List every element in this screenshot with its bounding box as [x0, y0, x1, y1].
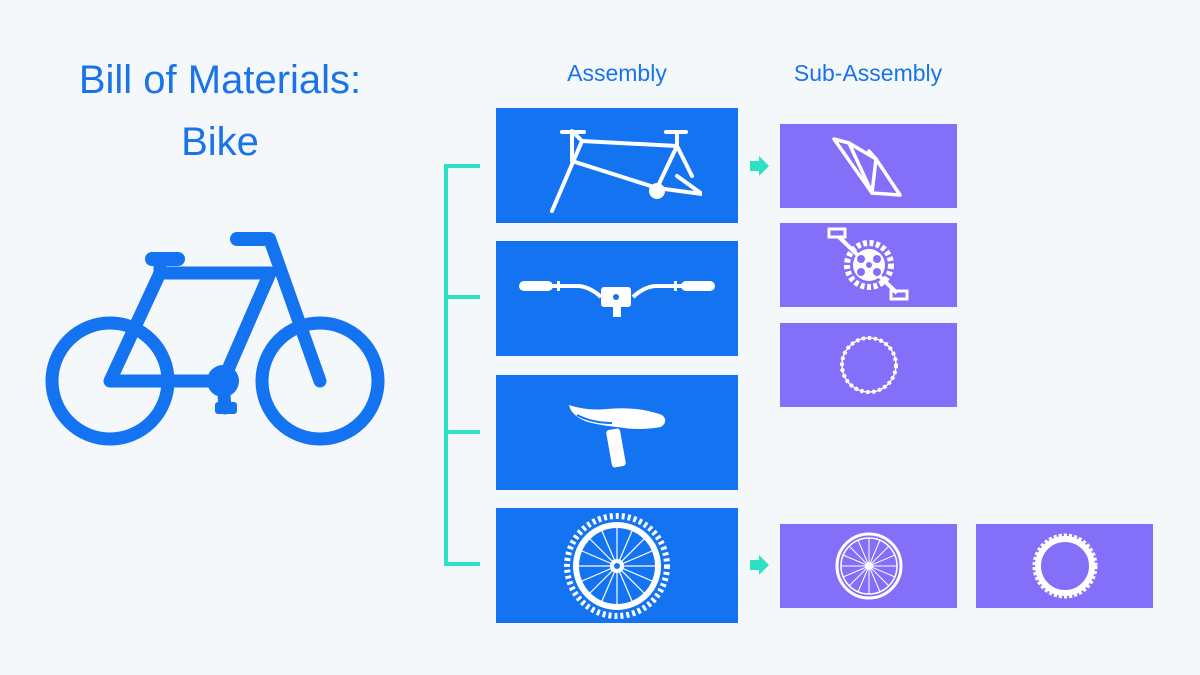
arrow-right-icon: [750, 555, 769, 575]
tire-icon: [1032, 533, 1097, 599]
frame-icon: [550, 128, 702, 213]
sub-assembly-crankset: [780, 223, 957, 307]
sub-assembly-chain: [780, 323, 957, 407]
assembly-wheel: [496, 508, 738, 623]
handlebar-icon: [519, 280, 715, 317]
assembly-handlebar: [496, 241, 738, 356]
assembly-header: Assembly: [567, 60, 667, 86]
sub-assembly-tire: [976, 524, 1153, 608]
diagram-title-line1: Bill of Materials:: [78, 58, 362, 102]
assembly-saddle: [496, 375, 738, 490]
diagram-title-line2: Bike: [181, 120, 259, 164]
chain-icon: [839, 336, 898, 394]
assembly-frame: [496, 108, 738, 223]
frame-tubes-icon: [831, 137, 902, 197]
wheel-icon: [564, 512, 670, 619]
sub-assembly-spoked-rim: [780, 524, 957, 608]
crankset-icon: [827, 227, 908, 301]
spoked-rim-icon: [835, 532, 902, 600]
saddle-icon: [569, 404, 666, 467]
arrow-right-icon: [750, 156, 769, 176]
sub-assembly-frame-tubes: [780, 124, 957, 208]
sub-assembly-header: Sub-Assembly: [793, 60, 943, 86]
bicycle-icon: [45, 232, 385, 446]
